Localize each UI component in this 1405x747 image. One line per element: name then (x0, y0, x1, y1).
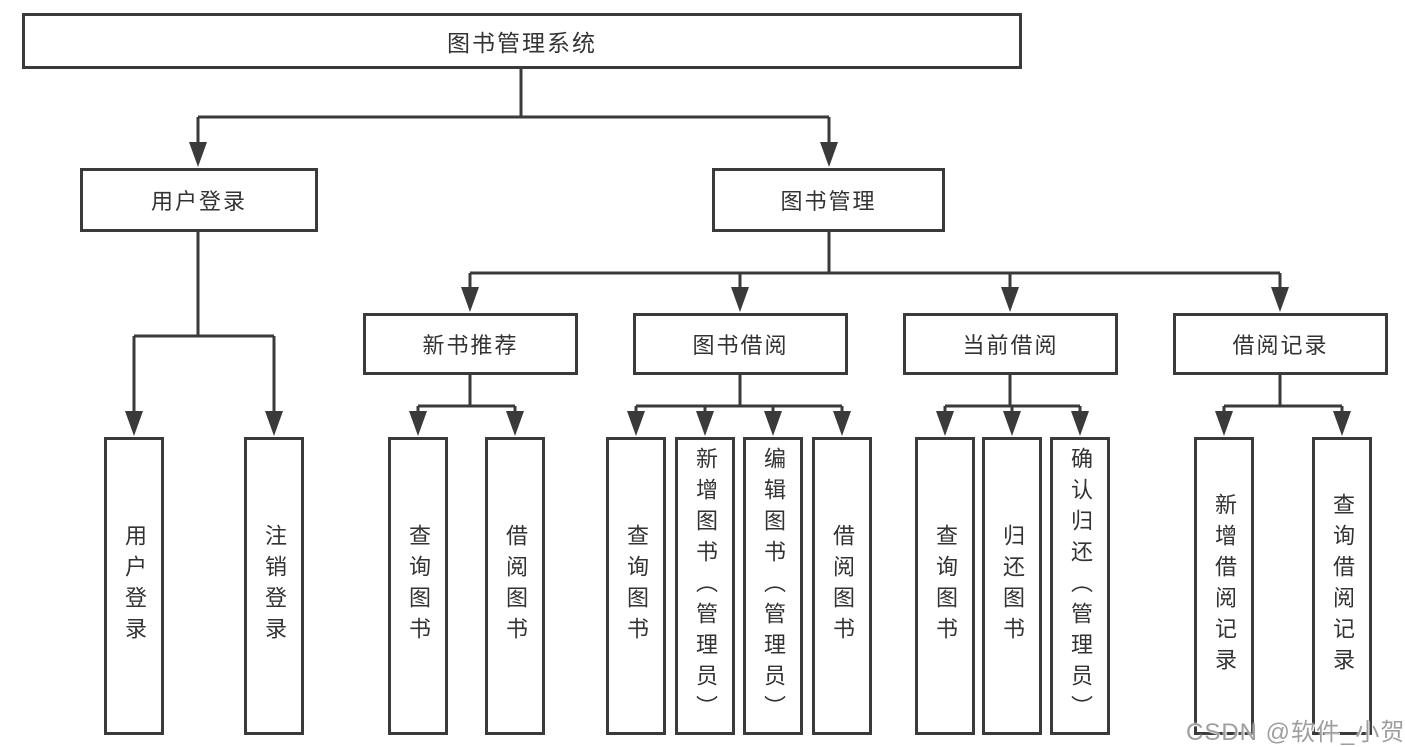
leaf-label: 注销登录 (262, 524, 287, 648)
node-current-borrow: 当前借阅 (903, 313, 1118, 375)
leaf-cb-query-books: 查询图书 (915, 437, 975, 735)
node-label: 图书管理 (780, 189, 877, 214)
leaf-label: 用户登录 (122, 524, 147, 648)
leaf-label: 归还图书 (1000, 524, 1025, 648)
leaf-nbr-query-books: 查询图书 (388, 437, 448, 735)
node-book-borrow: 图书借阅 (633, 313, 848, 375)
leaf-label: 新增借阅记录 (1212, 493, 1237, 679)
node-library-management-system: 图书管理系统 (22, 13, 1022, 69)
leaf-cb-return-books: 归还图书 (982, 437, 1042, 735)
node-new-book-recommend: 新书推荐 (363, 313, 578, 375)
leaf-br-add-record: 新增借阅记录 (1194, 437, 1254, 735)
node-user-login: 用户登录 (80, 168, 318, 232)
node-label: 图书借阅 (692, 333, 789, 358)
leaf-label: 编辑图书（管理员） (761, 446, 786, 726)
node-label: 当前借阅 (962, 333, 1059, 358)
leaf-label: 新增图书（管理员） (693, 446, 718, 726)
leaf-user-login: 用户登录 (104, 437, 164, 735)
leaf-bb-query-books: 查询图书 (606, 437, 666, 735)
leaf-logout: 注销登录 (244, 437, 304, 735)
leaf-bb-edit-books-admin: 编辑图书（管理员） (743, 437, 803, 735)
leaf-label: 查询图书 (406, 524, 431, 648)
node-label: 借阅记录 (1232, 333, 1329, 358)
leaf-label: 查询借阅记录 (1330, 493, 1355, 679)
node-borrow-records: 借阅记录 (1173, 313, 1388, 375)
leaf-label: 确认归还（管理员） (1068, 446, 1093, 726)
leaf-label: 借阅图书 (503, 524, 528, 648)
leaf-br-query-record: 查询借阅记录 (1312, 437, 1372, 735)
watermark: CSDN @软件_小贺同学 (1186, 719, 1405, 746)
node-label: 用户登录 (150, 189, 247, 214)
leaf-label: 查询图书 (933, 524, 958, 648)
leaf-label: 查询图书 (624, 524, 649, 648)
node-label: 图书管理系统 (447, 30, 597, 56)
leaf-cb-confirm-return-admin: 确认归还（管理员） (1050, 437, 1110, 735)
leaf-label: 借阅图书 (830, 524, 855, 648)
node-book-management: 图书管理 (712, 168, 945, 232)
leaf-bb-borrow-books: 借阅图书 (812, 437, 872, 735)
leaf-nbr-borrow-books: 借阅图书 (485, 437, 545, 735)
leaf-bb-add-books-admin: 新增图书（管理员） (675, 437, 735, 735)
node-label: 新书推荐 (422, 333, 519, 358)
